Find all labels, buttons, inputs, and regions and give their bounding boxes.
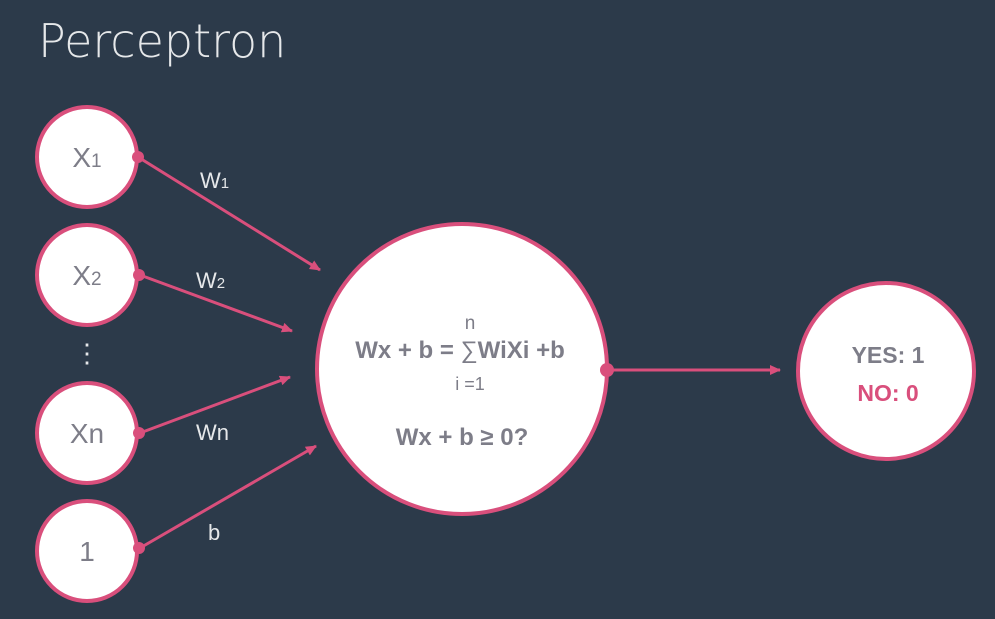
input-label: 1 xyxy=(79,536,95,567)
weight-label-wn: Wn xyxy=(196,420,229,445)
edge-xn-to-neuron xyxy=(139,375,291,435)
connector-dot xyxy=(600,363,614,377)
output-yes: YES: 1 xyxy=(852,342,925,368)
output-node: YES: 1 NO: 0 xyxy=(796,281,976,461)
activation-condition: Wx + b ≥ 0? xyxy=(396,424,529,451)
weight-label-w2: W2 xyxy=(196,268,225,293)
input-label: X2 xyxy=(72,260,101,291)
weight-label-w1: W1 xyxy=(200,168,229,193)
edge-x1-to-neuron xyxy=(137,155,321,272)
sum-upper-limit: n xyxy=(465,313,476,334)
input-node-bias: 1 xyxy=(35,499,139,603)
input-label: Xn xyxy=(70,418,104,449)
edge-x2-to-neuron xyxy=(139,273,293,333)
input-node-x1: X1 xyxy=(35,105,139,209)
neuron-node: n Wx + b = ∑WiXi +b i =1 Wx + b ≥ 0? xyxy=(315,222,609,516)
ellipsis-vertical: ⋮ xyxy=(74,338,100,368)
input-node-x2: X2 xyxy=(35,223,139,327)
input-label: X1 xyxy=(72,142,101,173)
connector-dot xyxy=(133,269,145,281)
connector-dot xyxy=(133,542,145,554)
edge-bias-to-neuron xyxy=(139,444,317,550)
sum-formula: Wx + b = ∑WiXi +b xyxy=(355,337,565,364)
connector-dot xyxy=(132,151,144,163)
weight-label-b: b xyxy=(208,520,220,545)
connector-dot xyxy=(133,427,145,439)
output-no: NO: 0 xyxy=(857,380,918,406)
input-node-xn: Xn xyxy=(35,381,139,485)
sum-lower-limit: i =1 xyxy=(455,374,485,394)
diagram-title: Perceptron xyxy=(38,14,286,68)
